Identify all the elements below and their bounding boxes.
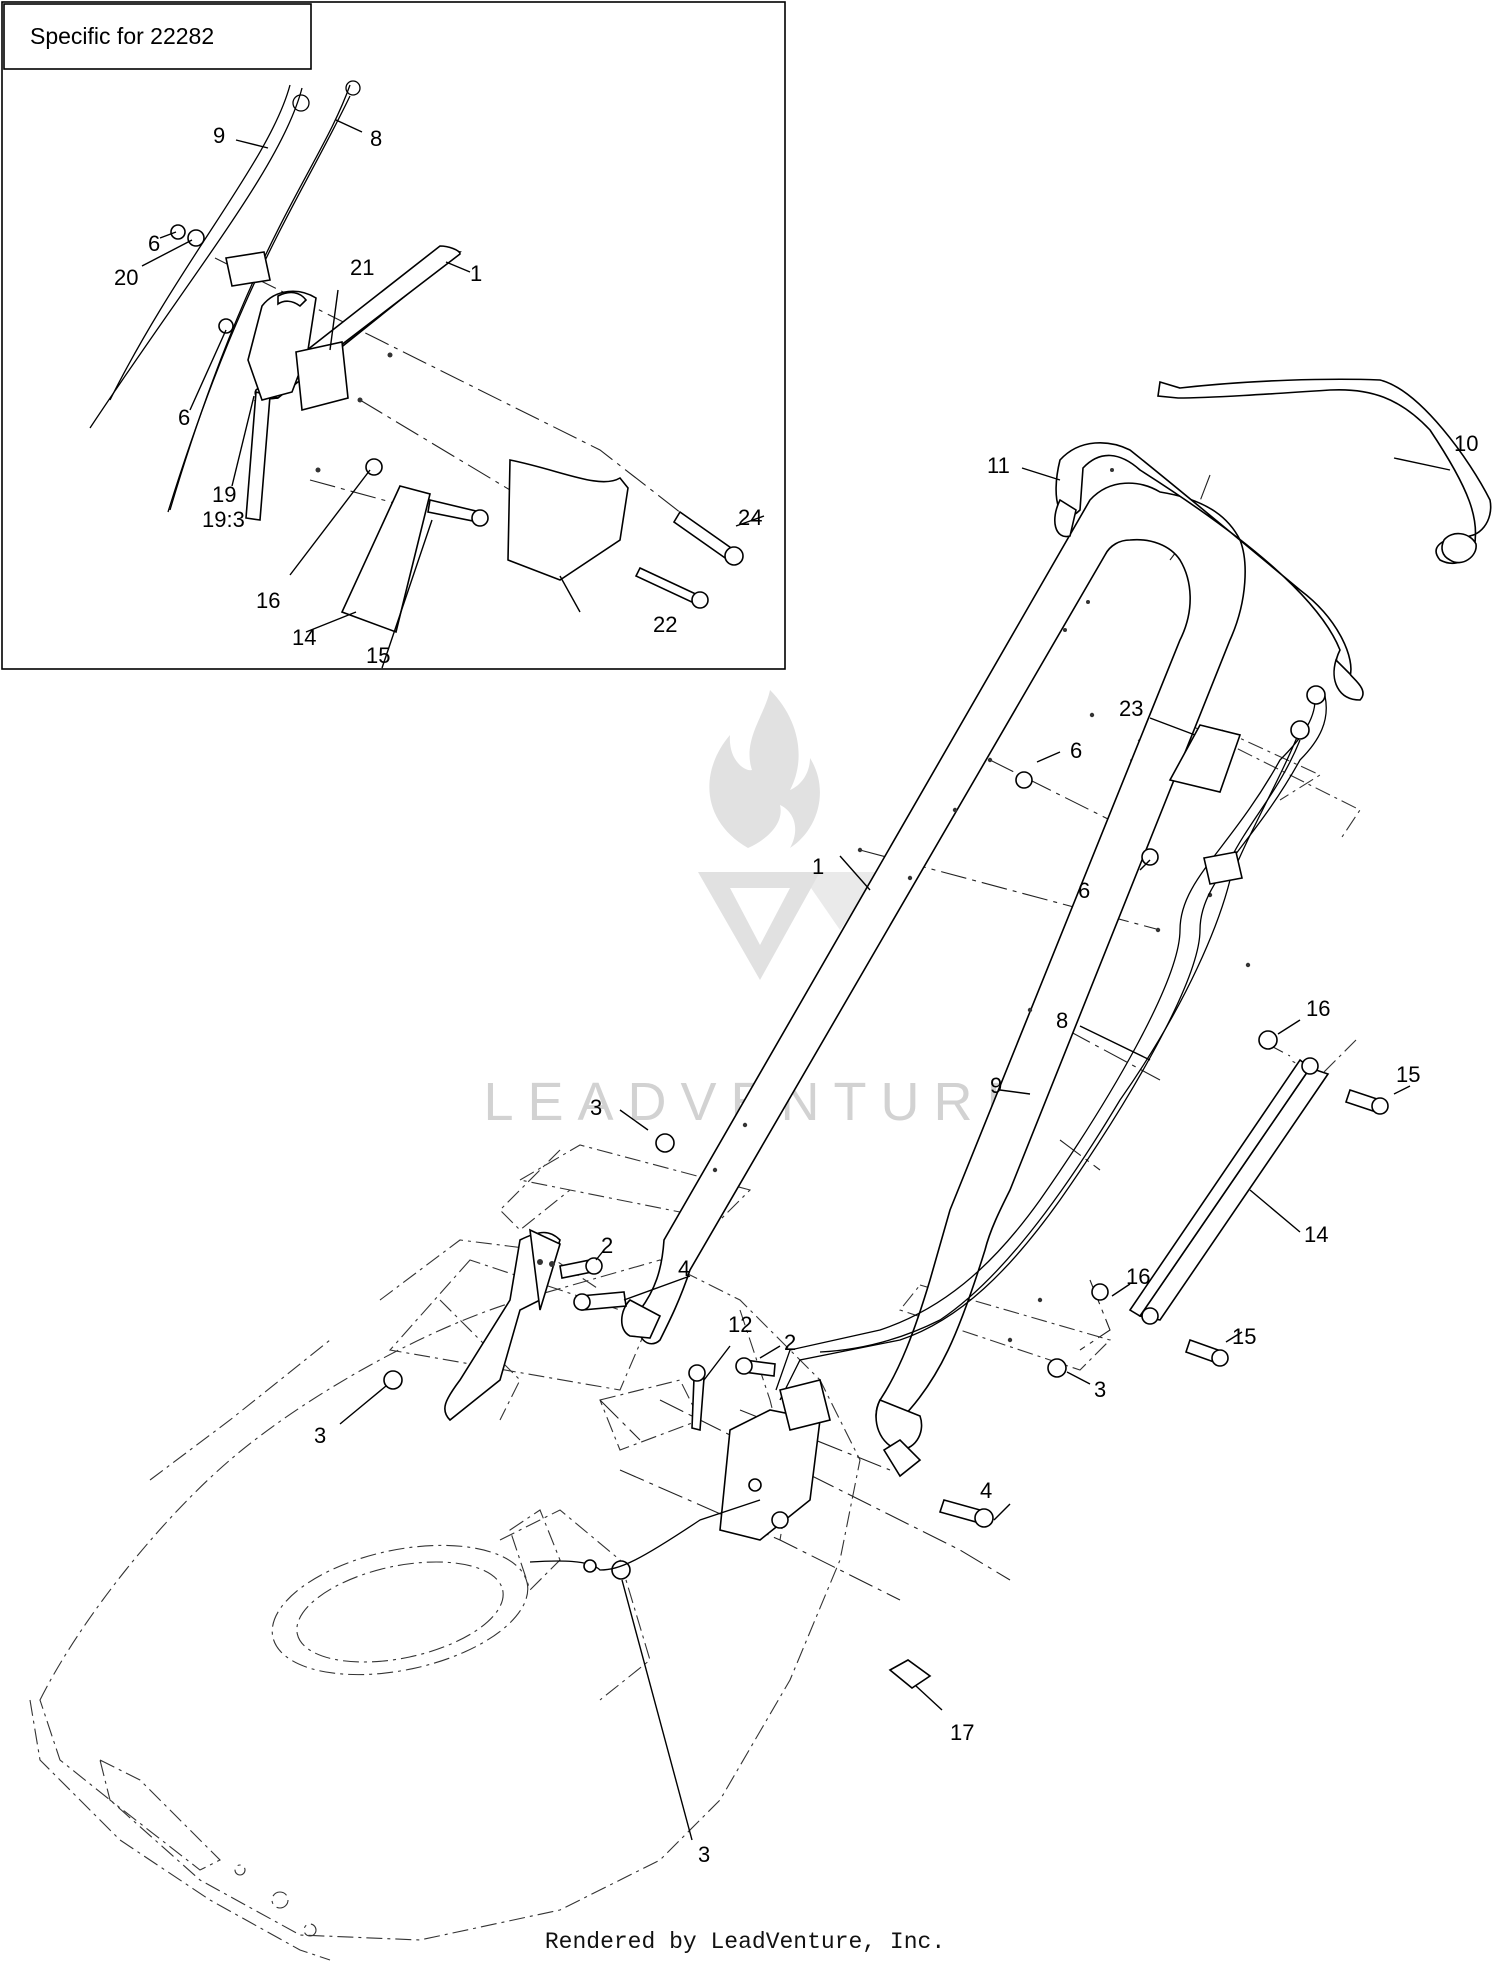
- callout-19-3: 19:3: [202, 507, 245, 532]
- callout-8-main: 8: [1056, 1008, 1068, 1033]
- decal-23: [1168, 724, 1242, 793]
- callout-19: 19: [212, 482, 236, 507]
- callout-23: 23: [1119, 696, 1143, 721]
- callout-3-left: 3: [590, 1095, 602, 1120]
- flex-cable-9: [779, 695, 1327, 1401]
- callout-1: 1: [470, 261, 482, 286]
- deck-brand-plate: [99, 1758, 221, 1871]
- callout-12: 12: [728, 1312, 752, 1337]
- callout-20: 20: [114, 265, 138, 290]
- nut-16-upper: [1258, 1030, 1278, 1050]
- inset-decal-21: [295, 341, 349, 412]
- callout-2-center: 2: [784, 1330, 796, 1355]
- callout-9: 9: [213, 123, 225, 148]
- inset-title-box: [3, 3, 312, 70]
- strap-14: [1138, 1067, 1330, 1321]
- callout-3-deck: 3: [314, 1423, 326, 1448]
- callout-6: 6: [148, 231, 160, 256]
- callout-15: 15: [366, 643, 390, 668]
- callout-4-right: 4: [980, 1478, 992, 1503]
- callout-6-middle: 6: [1078, 878, 1090, 903]
- tag-17: [888, 1659, 932, 1689]
- footer-credit: Rendered by LeadVenture, Inc.: [545, 1929, 945, 1955]
- callout-16-upper: 16: [1306, 996, 1330, 1021]
- inset-bolt-24-lower: [634, 566, 702, 606]
- callout-14: 14: [292, 625, 316, 650]
- callout-6-lower: 6: [178, 405, 190, 430]
- callout-3-bottom: 3: [698, 1842, 710, 1867]
- inset-nut-6-lower: [218, 318, 234, 334]
- nut-6-upper: [1015, 771, 1033, 789]
- nut-3-right: [1047, 1358, 1067, 1378]
- inset-cable-eyelet: [292, 94, 310, 112]
- inset-frame: [1, 1, 786, 670]
- inset-cable-clip: [225, 251, 271, 287]
- callout-10: 10: [1454, 431, 1478, 456]
- callout-6-upper: 6: [1070, 738, 1082, 763]
- callout-3-right: 3: [1094, 1377, 1106, 1402]
- main-assembly: 10 11 23 6 1 6 16 8 15 9 3 14 2 4 16 12 …: [29, 378, 1492, 1961]
- cable-clip: [1203, 851, 1243, 885]
- callout-11: 11: [987, 453, 1010, 478]
- inset-flex-cable-edge: [109, 84, 291, 401]
- center-bracket: [719, 1409, 821, 1541]
- callout-4-left: 4: [678, 1256, 690, 1281]
- callout-16-lower: 16: [1126, 1264, 1150, 1289]
- callout-15-upper: 15: [1396, 1062, 1420, 1087]
- inset-cable-eyelet-8: [345, 80, 361, 96]
- cable-eyelet-lower: [1290, 720, 1310, 740]
- nut-3-left: [655, 1133, 675, 1153]
- inset-nut-6: [170, 224, 186, 240]
- nut-6-middle: [1141, 848, 1159, 866]
- nut-3-deck: [383, 1370, 403, 1390]
- cable-eyelet-upper: [1306, 685, 1326, 705]
- control-cable-8: [819, 729, 1301, 1353]
- callout-24: 24: [738, 505, 762, 530]
- inset-panel: Specific for 22282: [1, 1, 786, 670]
- callout-16: 16: [256, 588, 280, 613]
- guide-plane-right: [899, 1284, 1112, 1371]
- callout-17: 17: [950, 1720, 974, 1745]
- callout-21: 21: [350, 255, 374, 280]
- callout-1-main: 1: [812, 854, 824, 879]
- nut-16-lower: [1091, 1283, 1109, 1301]
- callout-15-lower: 15: [1232, 1324, 1256, 1349]
- nut-3-bottom: [611, 1560, 631, 1580]
- guide-plane-upper: [518, 1144, 752, 1221]
- callout-8: 8: [370, 126, 382, 151]
- mower-deck-phantom: [29, 1239, 861, 1961]
- inset-title: Specific for 22282: [30, 23, 214, 49]
- left-handle-bracket: [444, 1231, 561, 1422]
- callout-9-main: 9: [990, 1073, 1002, 1098]
- callout-2-left: 2: [601, 1233, 613, 1258]
- callout-14-main: 14: [1304, 1222, 1328, 1247]
- flame-logo-icon: [698, 690, 880, 980]
- callout-22: 22: [653, 612, 677, 637]
- inset-strap-14: [340, 485, 431, 634]
- bolt-4-right: [938, 1499, 982, 1523]
- screw-12: [691, 1377, 705, 1432]
- inset-washer-20: [187, 229, 205, 247]
- inset-cover-22: [507, 459, 629, 581]
